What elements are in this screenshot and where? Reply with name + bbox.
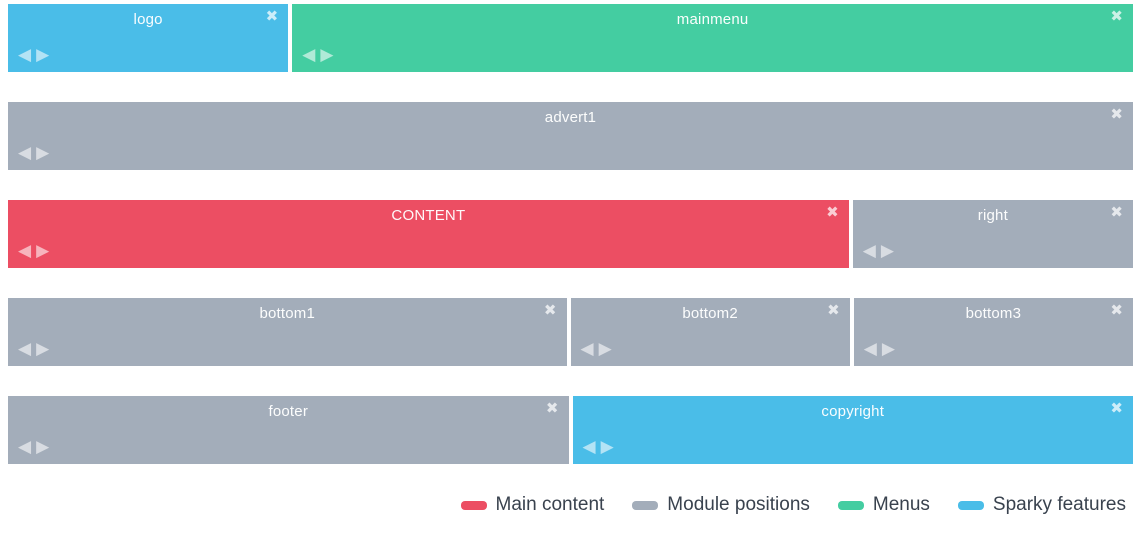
arrow-left-icon[interactable]: ◀ [18, 45, 32, 65]
position-label: copyright [821, 403, 885, 420]
position-label: footer [268, 403, 309, 420]
close-icon[interactable]: ✖ [1110, 301, 1123, 319]
position-label: bottom2 [682, 305, 738, 322]
arrow-left-icon[interactable]: ◀ [18, 339, 32, 359]
legend-item-main-content: Main content [460, 494, 605, 516]
arrow-right-icon[interactable]: ▶ [598, 339, 612, 359]
content-block[interactable]: CONTENT ✖ ◀ ▶ [8, 200, 849, 268]
position-label: CONTENT [391, 207, 466, 224]
module-positions-swatch [632, 500, 659, 510]
position-block-copyright[interactable]: copyright ✖ ◀ ▶ [572, 396, 1133, 464]
position-block-bottom2[interactable]: bottom2 ✖ ◀ ▶ [570, 298, 850, 366]
main-content-swatch [460, 500, 487, 510]
resize-arrows: ◀ ▶ [863, 243, 894, 260]
position-block-advert1[interactable]: advert1 ✖ ◀ ▶ [8, 102, 1133, 170]
legend-item-sparky-features: Sparky features [957, 494, 1126, 516]
arrow-right-icon[interactable]: ▶ [881, 339, 895, 359]
layout-row-2: advert1 ✖ ◀ ▶ [8, 102, 1133, 170]
legend-item-module-positions: Module positions [632, 494, 810, 516]
close-icon[interactable]: ✖ [265, 7, 279, 25]
resize-arrows: ◀ ▶ [583, 439, 614, 456]
position-label: mainmenu [676, 11, 749, 28]
close-icon[interactable]: ✖ [1110, 105, 1123, 123]
layout-row-5: footer ✖ ◀ ▶ copyright ✖ ◀ ▶ [8, 396, 1133, 464]
position-label: advert1 [544, 109, 597, 126]
close-icon[interactable]: ✖ [827, 301, 840, 319]
resize-arrows: ◀ ▶ [302, 47, 333, 64]
arrow-right-icon[interactable]: ▶ [36, 241, 50, 261]
arrow-right-icon[interactable]: ▶ [36, 437, 50, 457]
position-block-mainmenu[interactable]: mainmenu ✖ ◀ ▶ [292, 4, 1133, 72]
menus-swatch [837, 500, 864, 510]
legend-label: Sparky features [992, 494, 1126, 515]
resize-arrows: ◀ ▶ [864, 341, 895, 358]
position-block-right[interactable]: right ✖ ◀ ▶ [852, 200, 1133, 268]
sparky-features-swatch [957, 500, 984, 510]
arrow-left-icon[interactable]: ◀ [862, 241, 876, 261]
position-block-bottom1[interactable]: bottom1 ✖ ◀ ▶ [8, 298, 567, 366]
arrow-left-icon[interactable]: ◀ [18, 143, 32, 163]
legend-label: Main content [495, 494, 605, 515]
position-label: bottom1 [259, 305, 316, 322]
resize-arrows: ◀ ▶ [18, 145, 49, 162]
legend-label: Module positions [667, 494, 810, 515]
resize-arrows: ◀ ▶ [18, 439, 49, 456]
position-label: right [977, 207, 1008, 224]
legend-item-menus: Menus [837, 494, 930, 516]
arrow-left-icon[interactable]: ◀ [580, 339, 594, 359]
layout-row-1: logo ✖ ◀ ▶ mainmenu ✖ ◀ ▶ [8, 4, 1133, 72]
arrow-right-icon[interactable]: ▶ [36, 143, 50, 163]
position-label: bottom3 [965, 305, 1022, 322]
arrow-left-icon[interactable]: ◀ [302, 45, 316, 65]
layout-editor: logo ✖ ◀ ▶ mainmenu ✖ ◀ ▶ advert1 ✖ ◀ ▶ [8, 4, 1133, 516]
arrow-left-icon[interactable]: ◀ [18, 437, 32, 457]
close-icon[interactable]: ✖ [1110, 7, 1123, 25]
resize-arrows: ◀ ▶ [18, 243, 49, 260]
arrow-right-icon[interactable]: ▶ [36, 45, 50, 65]
close-icon[interactable]: ✖ [543, 301, 557, 319]
position-label: logo [133, 11, 163, 28]
layout-row-4: bottom1 ✖ ◀ ▶ bottom2 ✖ ◀ ▶ bottom3 ✖ ◀ … [8, 298, 1133, 366]
resize-arrows: ◀ ▶ [581, 341, 612, 358]
layout-row-3: CONTENT ✖ ◀ ▶ right ✖ ◀ ▶ [8, 200, 1133, 268]
arrow-right-icon[interactable]: ▶ [36, 339, 50, 359]
legend-label: Menus [872, 494, 930, 515]
arrow-left-icon[interactable]: ◀ [582, 437, 596, 457]
position-block-logo[interactable]: logo ✖ ◀ ▶ [8, 4, 289, 72]
close-icon[interactable]: ✖ [545, 399, 559, 417]
resize-arrows: ◀ ▶ [18, 341, 49, 358]
resize-arrows: ◀ ▶ [18, 47, 49, 64]
close-icon[interactable]: ✖ [826, 203, 839, 221]
close-icon[interactable]: ✖ [1110, 203, 1123, 221]
arrow-right-icon[interactable]: ▶ [600, 437, 614, 457]
position-block-bottom3[interactable]: bottom3 ✖ ◀ ▶ [853, 298, 1133, 366]
color-legend: Main content Module positions Menus Spar… [8, 494, 1133, 516]
arrow-right-icon[interactable]: ▶ [320, 45, 334, 65]
arrow-left-icon[interactable]: ◀ [18, 241, 32, 261]
position-block-footer[interactable]: footer ✖ ◀ ▶ [8, 396, 569, 464]
arrow-right-icon[interactable]: ▶ [880, 241, 894, 261]
close-icon[interactable]: ✖ [1110, 399, 1123, 417]
arrow-left-icon[interactable]: ◀ [863, 339, 877, 359]
